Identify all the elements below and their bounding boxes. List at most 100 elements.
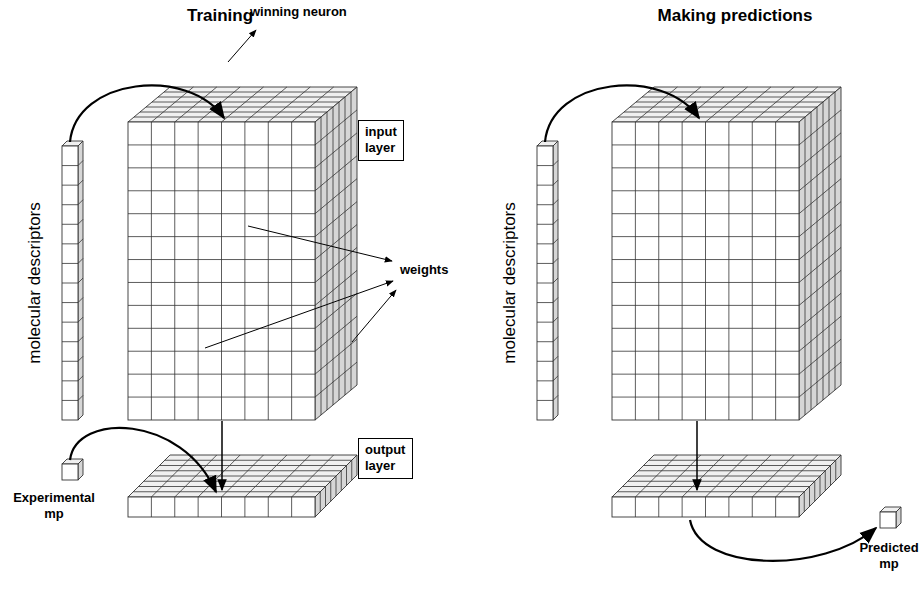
arrow xyxy=(70,428,216,492)
callout-label: winning neuron xyxy=(250,4,347,20)
grid-line xyxy=(165,460,352,461)
grid-line xyxy=(128,144,315,145)
grid-line xyxy=(62,243,78,244)
grid-line xyxy=(330,481,331,501)
panel-heading: Making predictions xyxy=(658,6,813,26)
grid-line xyxy=(617,491,804,492)
grid-line xyxy=(775,497,776,517)
panel-heading: Training xyxy=(187,6,253,26)
grid-line xyxy=(799,133,841,168)
grid-line xyxy=(537,185,553,186)
grid-line xyxy=(553,395,558,400)
grid-line xyxy=(291,122,292,420)
grid-line xyxy=(612,397,799,398)
grid-line xyxy=(315,156,357,191)
grid-line xyxy=(618,117,805,118)
grid-line xyxy=(198,122,199,420)
arrow xyxy=(352,290,396,342)
grid-line xyxy=(705,497,706,517)
grid-line xyxy=(829,97,830,395)
grid-line xyxy=(630,107,817,108)
grid-line xyxy=(78,376,83,381)
axis-label: molecular descriptors xyxy=(500,202,520,364)
grid-line xyxy=(160,465,347,466)
grid-line xyxy=(315,202,357,237)
grid-line xyxy=(814,481,815,501)
grid-line xyxy=(62,400,78,401)
grid-line xyxy=(174,497,175,517)
grid-line xyxy=(339,102,340,400)
grid-line xyxy=(78,219,83,224)
grid-line xyxy=(78,298,83,303)
grid-line xyxy=(198,497,199,517)
grid-line xyxy=(315,339,357,374)
grid-line xyxy=(553,337,558,342)
grid-line xyxy=(799,270,841,305)
grid-line xyxy=(553,239,558,244)
grid-line xyxy=(140,112,327,113)
grid-line xyxy=(351,460,352,480)
grid-line xyxy=(799,362,841,397)
grid-line xyxy=(221,122,222,420)
grid-line xyxy=(78,258,83,263)
grid-line xyxy=(537,263,553,264)
grid-line xyxy=(799,247,841,282)
grid-line xyxy=(682,122,683,420)
grid-line xyxy=(78,180,83,185)
grid-line xyxy=(62,224,78,225)
grid-line xyxy=(752,497,753,517)
grid-line xyxy=(174,122,175,420)
grid-line xyxy=(78,200,83,205)
grid-line xyxy=(325,487,326,507)
grid-line xyxy=(799,156,841,191)
arrow xyxy=(70,85,224,142)
grid-line xyxy=(612,374,799,375)
grid-line xyxy=(244,122,245,420)
grid-line xyxy=(315,270,357,305)
grid-line xyxy=(537,243,553,244)
grid-line xyxy=(320,492,321,512)
grid-line xyxy=(728,497,729,517)
grid-line xyxy=(315,110,357,145)
input-layer-block xyxy=(128,87,357,420)
grid-line xyxy=(553,200,558,205)
grid-line xyxy=(553,278,558,283)
grid-line xyxy=(705,122,706,420)
grid-line xyxy=(612,259,799,260)
grid-line xyxy=(537,400,553,401)
axis-label: molecular descriptors xyxy=(25,202,45,364)
callout-label: weights xyxy=(400,262,448,278)
grid-line xyxy=(553,180,558,185)
grid-line xyxy=(537,380,553,381)
arrow xyxy=(690,520,876,561)
grid-line xyxy=(612,236,799,237)
grid-line xyxy=(635,497,636,517)
arrow xyxy=(228,30,256,62)
grid-line xyxy=(830,466,831,486)
grid-line xyxy=(799,225,841,260)
arrow xyxy=(696,421,698,490)
grid-line xyxy=(553,356,558,361)
grid-line xyxy=(642,97,829,98)
arrow xyxy=(205,281,393,348)
grid-line xyxy=(78,278,83,283)
grid-line xyxy=(134,117,321,118)
experimental-cube xyxy=(62,459,83,480)
value-label: Predicted mp xyxy=(858,540,920,571)
grid-line xyxy=(78,337,83,342)
grid-line xyxy=(623,486,810,487)
arrow xyxy=(221,421,223,490)
grid-line xyxy=(811,112,812,410)
grid-line xyxy=(799,179,841,214)
grid-line xyxy=(799,293,841,328)
grid-line xyxy=(799,202,841,237)
grid-line xyxy=(341,471,342,491)
grid-line xyxy=(823,102,824,400)
grid-line xyxy=(291,497,292,517)
grid-line xyxy=(537,204,553,205)
grid-line xyxy=(624,112,811,113)
descriptor-column xyxy=(62,141,83,420)
output-layer-slab xyxy=(612,455,841,517)
grid-line xyxy=(644,465,831,466)
